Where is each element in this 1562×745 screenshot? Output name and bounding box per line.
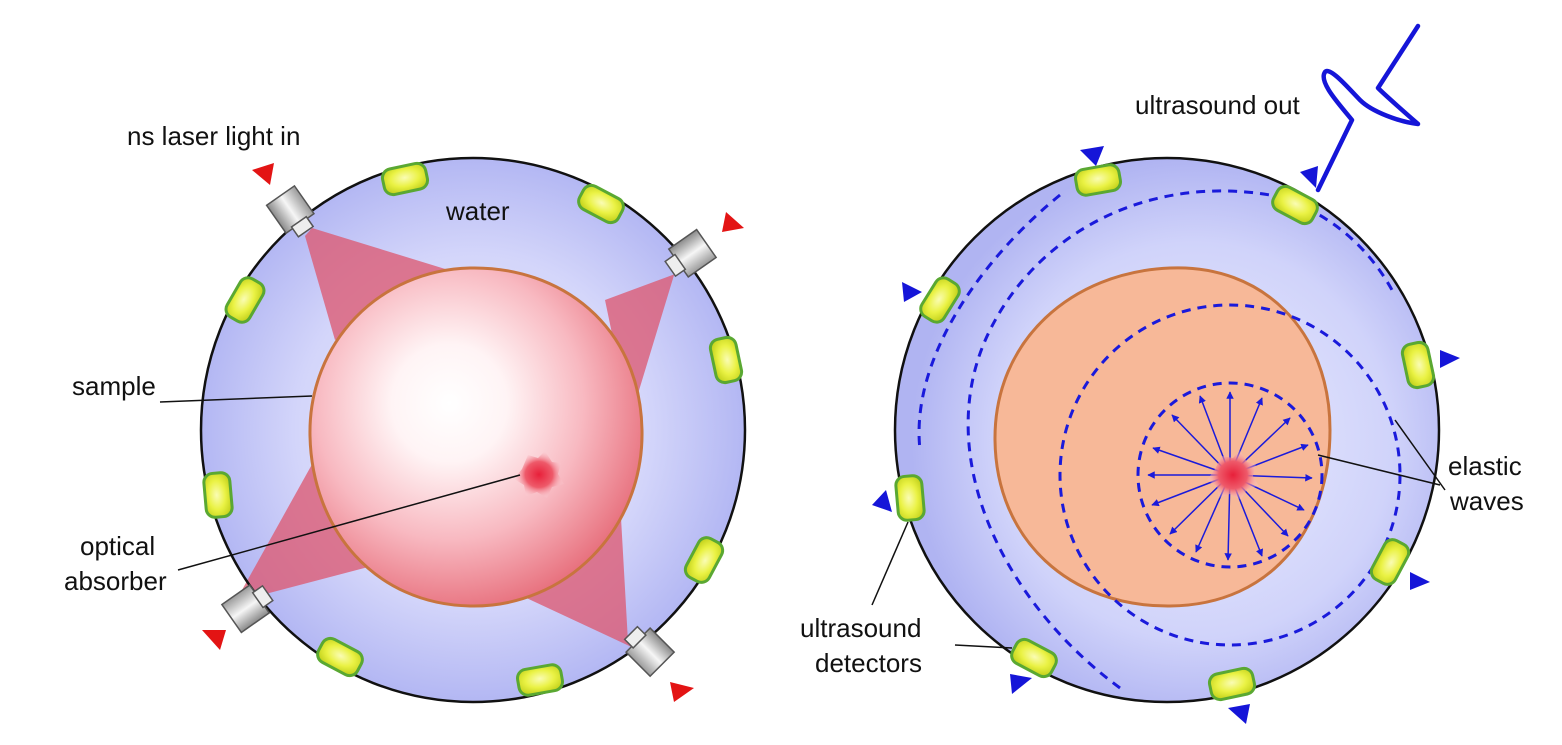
elastic-leader-2 (1394, 419, 1446, 491)
detector-left-4 (708, 335, 744, 385)
detector-left-8 (516, 663, 564, 697)
right-panel: ultrasound out elastic waves ultrasound … (800, 23, 1524, 724)
detector-right-4 (1400, 340, 1436, 390)
label-elastic-line-2: waves (1449, 486, 1524, 516)
absorber-leader-line (177, 474, 521, 571)
detector-left-3 (224, 276, 266, 324)
label-water: water (445, 196, 510, 226)
sample-leader-line (159, 395, 313, 403)
label-elastic-line-1: elastic (1448, 451, 1522, 481)
detectors-right (894, 163, 1436, 702)
optical-absorber-left (514, 451, 564, 498)
detector-left-5 (202, 471, 234, 519)
marker-blue-1 (1080, 146, 1104, 166)
detector-right-5 (894, 474, 926, 522)
light-cone-bottom-left (242, 450, 395, 598)
label-sample: sample (72, 371, 156, 401)
marker-blue-3 (902, 282, 922, 302)
label-detectors-line-1: ultrasound (800, 613, 921, 643)
wavefront-3b (917, 193, 1061, 451)
light-cone-top-left (305, 228, 455, 340)
label-absorber-line-2: absorber (64, 566, 167, 596)
chamber-outline-left (199, 156, 747, 704)
chamber-outline-right (893, 156, 1441, 704)
wavefront-3 (966, 189, 1394, 690)
marker-blue-2 (1300, 166, 1318, 188)
detector-right-1 (1074, 163, 1122, 197)
left-panel: ns laser light in water sample optical a… (64, 121, 747, 704)
laser-port-bottom-left (220, 583, 274, 634)
detector-left-6 (683, 536, 725, 584)
detector-left-2 (577, 183, 625, 225)
laser-port-bottom-right (623, 625, 676, 678)
detector-right-3 (919, 276, 961, 324)
detector-right-7 (1010, 637, 1058, 679)
optical-absorber-right (1207, 450, 1259, 500)
laser-marker-top-left (252, 163, 274, 185)
label-laser: ns laser light in (127, 121, 300, 151)
elastic-leader-1 (1317, 454, 1441, 486)
marker-blue-4 (1440, 350, 1460, 368)
laser-port-top-left (265, 184, 316, 238)
detector-right-2 (1271, 184, 1319, 226)
laser-marker-bottom-right (670, 682, 694, 702)
label-ultrasound-out: ultrasound out (1135, 90, 1301, 120)
detector-left-7 (316, 636, 364, 678)
label-detectors-line-2: detectors (815, 648, 922, 678)
detectors-left (202, 161, 744, 697)
label-absorber-line-1: optical (80, 531, 155, 561)
marker-blue-8 (1228, 704, 1250, 724)
ultrasound-markers (872, 146, 1460, 724)
laser-marker-bottom-left (202, 630, 226, 650)
detector-right-8 (1207, 666, 1257, 702)
detector-right-6 (1369, 538, 1411, 586)
laser-port-top-right (664, 228, 718, 279)
sample-right (993, 266, 1332, 608)
marker-blue-5 (872, 490, 892, 512)
laser-marker-top-right (722, 212, 744, 232)
marker-blue-6 (1410, 572, 1430, 590)
sample-left (308, 266, 644, 608)
detectors-leader-2 (954, 644, 1013, 649)
detectors-leader-1 (871, 521, 909, 606)
marker-blue-7 (1010, 674, 1032, 694)
wavefront-1 (1136, 381, 1324, 569)
ultrasound-signal-icon (1315, 23, 1421, 193)
detector-left-1 (380, 161, 430, 197)
